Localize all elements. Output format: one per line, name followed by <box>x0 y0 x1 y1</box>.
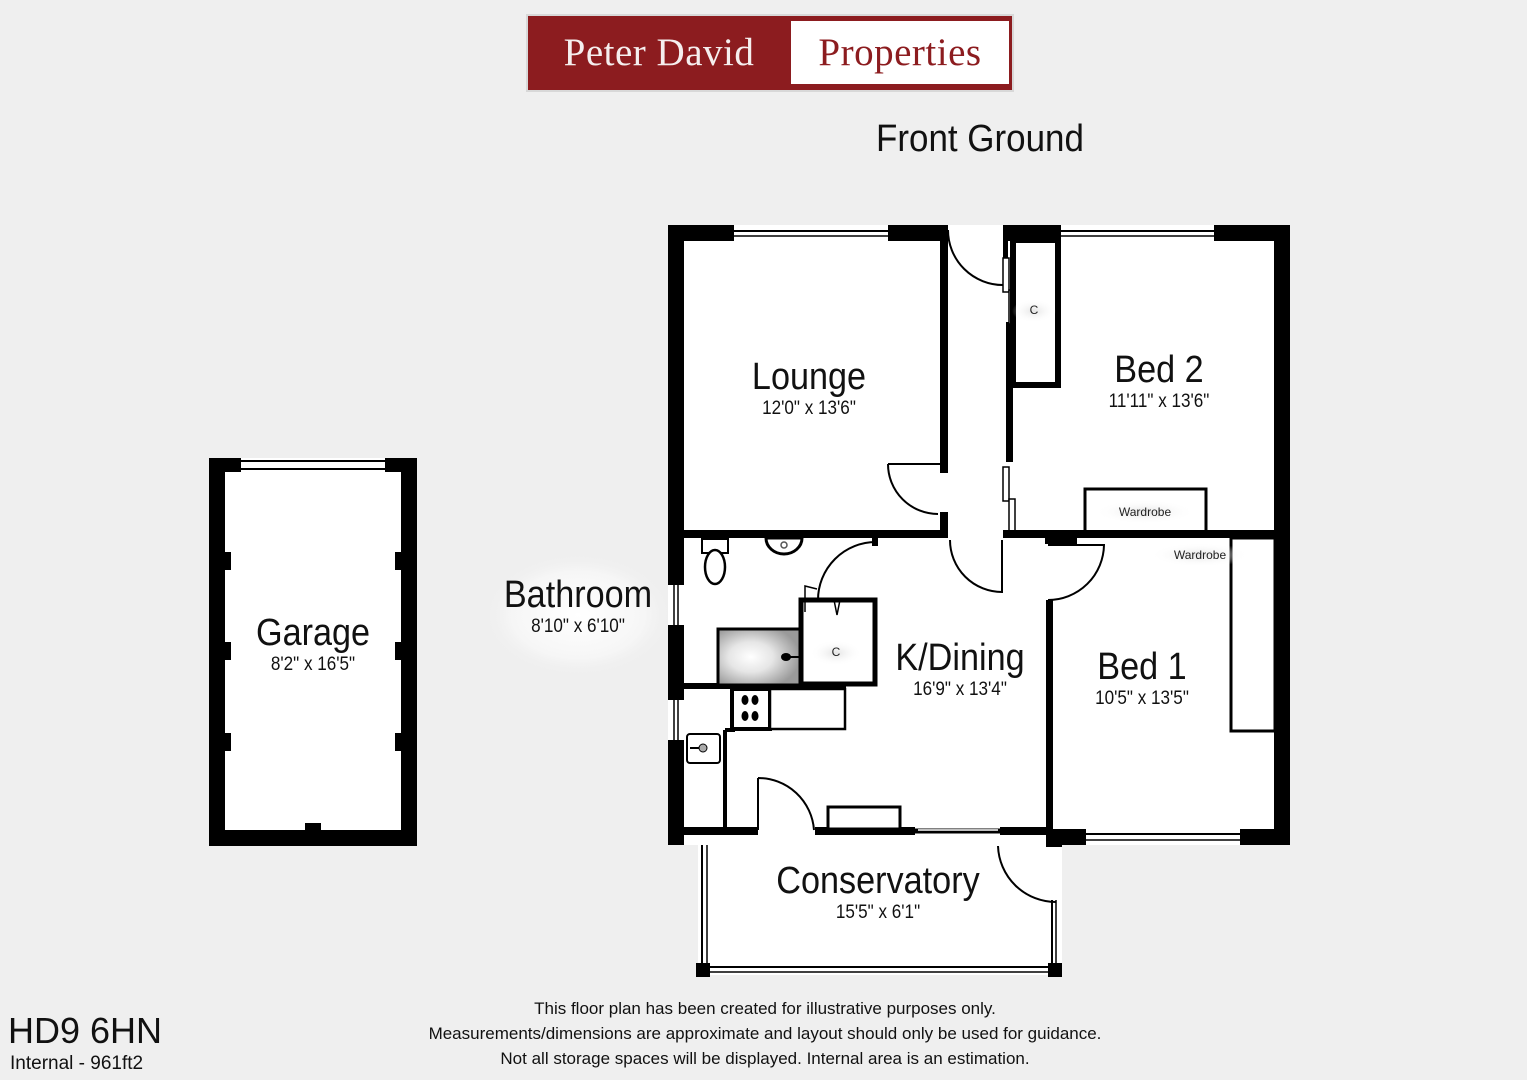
room-name: Lounge <box>751 356 867 398</box>
brand-name-right: Properties <box>791 21 1009 84</box>
internal-area: Internal - 961ft2 <box>10 1053 144 1074</box>
room-name: Bed 1 <box>1097 646 1187 688</box>
disclaimer: This floor plan has been created for ill… <box>380 996 1150 1071</box>
room-dimensions: 16'9" x 13'4" <box>913 679 1007 700</box>
room-dimensions: 8'2" x 16'5" <box>270 654 356 675</box>
disclaimer-line: This floor plan has been created for ill… <box>534 999 996 1018</box>
disclaimer-line: Measurements/dimensions are approximate … <box>428 1024 1102 1043</box>
kitchen-cupboard-label: C <box>831 645 841 659</box>
brand-logo: Peter David Properties <box>526 14 1014 92</box>
floor-title: Front Ground <box>876 118 1084 160</box>
garage-outline <box>209 458 417 846</box>
room-bed2: Bed 2 11'11" x 13'6" <box>1103 350 1215 414</box>
hall-cupboard-label: C <box>1029 303 1039 317</box>
room-bathroom: Bathroom 8'10" x 6'10" <box>496 575 661 639</box>
room-conservatory: Conservatory 15'5" x 6'1" <box>765 861 991 925</box>
room-name: Bed 2 <box>1114 349 1204 391</box>
room-dimensions: 8'10" x 6'10" <box>531 616 625 637</box>
disclaimer-line: Not all storage spaces will be displayed… <box>500 1049 1030 1068</box>
room-name: Conservatory <box>776 860 980 902</box>
bathroom-label-glow <box>483 553 673 677</box>
room-garage: Garage 8'2" x 16'5" <box>250 613 377 677</box>
house-outline <box>668 225 1290 977</box>
bed2-wardrobe-label: Wardrobe <box>1118 505 1172 519</box>
room-name: Bathroom <box>503 574 653 616</box>
room-dimensions: 12'0" x 13'6" <box>762 398 856 419</box>
room-name: Garage <box>255 612 371 654</box>
room-name: K/Dining <box>895 637 1025 679</box>
room-dimensions: 11'11" x 13'6" <box>1108 391 1210 412</box>
room-lounge: Lounge 12'0" x 13'6" <box>746 357 873 421</box>
bed1-wardrobe-label: Wardrobe <box>1173 548 1227 562</box>
postcode: HD9 6HN <box>8 1010 163 1051</box>
brand-name-left: Peter David <box>563 31 755 74</box>
room-dimensions: 10'5" x 13'5" <box>1095 688 1189 709</box>
room-bed1: Bed 1 10'5" x 13'5" <box>1090 647 1194 711</box>
room-k-dining: K/Dining 16'9" x 13'4" <box>888 638 1032 702</box>
room-dimensions: 15'5" x 6'1" <box>835 902 921 923</box>
